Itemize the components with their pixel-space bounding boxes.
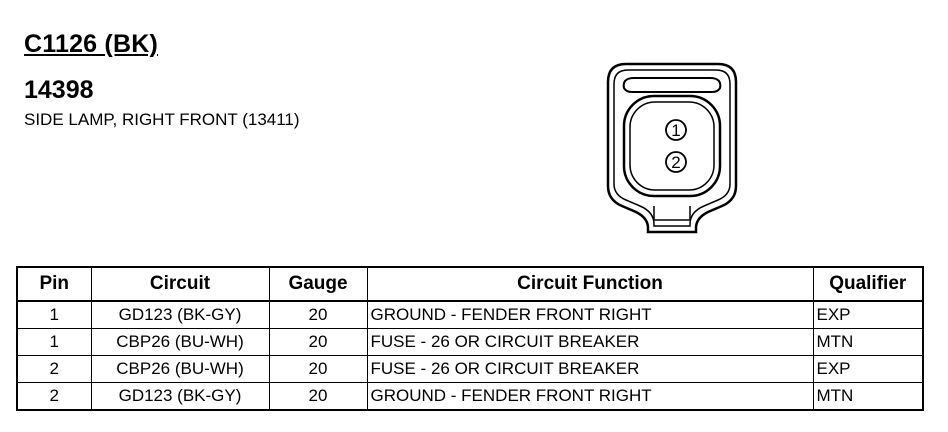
table-row: 1 CBP26 (BU-WH) 20 FUSE - 26 OR CIRCUIT … [16,328,924,356]
cell-circuit: CBP26 (BU-WH) [90,355,270,383]
component-description: SIDE LAMP, RIGHT FRONT (13411) [24,110,300,129]
cell-gauge: 20 [268,382,368,411]
pin-2-marker [665,151,687,173]
cell-qualifier: EXP [812,355,924,383]
pinout-table: Pin Circuit Gauge Circuit Function Quali… [16,266,924,411]
column-header-pin: Pin [16,266,92,302]
cell-gauge: 20 [268,355,368,383]
connector-outline-icon: 1 2 [606,62,738,234]
pin-1-marker [665,119,687,141]
cell-pin: 1 [16,328,92,356]
cell-pin: 2 [16,382,92,411]
cell-gauge: 20 [268,328,368,356]
table-row: 2 GD123 (BK-GY) 20 GROUND - FENDER FRONT… [16,382,924,411]
connector-face-diagram: 1 2 [604,60,740,236]
column-header-circuit: Circuit [90,266,270,302]
column-header-qualifier: Qualifier [812,266,924,302]
table-row: 1 GD123 (BK-GY) 20 GROUND - FENDER FRONT… [16,300,924,329]
part-number: 14398 [24,76,94,104]
cell-qualifier: EXP [812,300,924,329]
pin-2-label: 2 [671,153,680,172]
column-header-function: Circuit Function [366,266,814,302]
cell-gauge: 20 [268,300,368,329]
cell-function: FUSE - 26 OR CIRCUIT BREAKER [366,355,814,383]
cell-circuit: CBP26 (BU-WH) [90,328,270,356]
table-header-row: Pin Circuit Gauge Circuit Function Quali… [16,266,924,302]
cell-pin: 1 [16,300,92,329]
column-header-gauge: Gauge [268,266,368,302]
pin-1-label: 1 [671,121,680,140]
cell-pin: 2 [16,355,92,383]
cell-qualifier: MTN [812,328,924,356]
table-row: 2 CBP26 (BU-WH) 20 FUSE - 26 OR CIRCUIT … [16,355,924,383]
cell-circuit: GD123 (BK-GY) [90,300,270,329]
cell-qualifier: MTN [812,382,924,411]
cell-function: GROUND - FENDER FRONT RIGHT [366,300,814,329]
cell-function: GROUND - FENDER FRONT RIGHT [366,382,814,411]
cell-circuit: GD123 (BK-GY) [90,382,270,411]
cell-function: FUSE - 26 OR CIRCUIT BREAKER [366,328,814,356]
connector-id-title: C1126 (BK) [24,30,158,58]
